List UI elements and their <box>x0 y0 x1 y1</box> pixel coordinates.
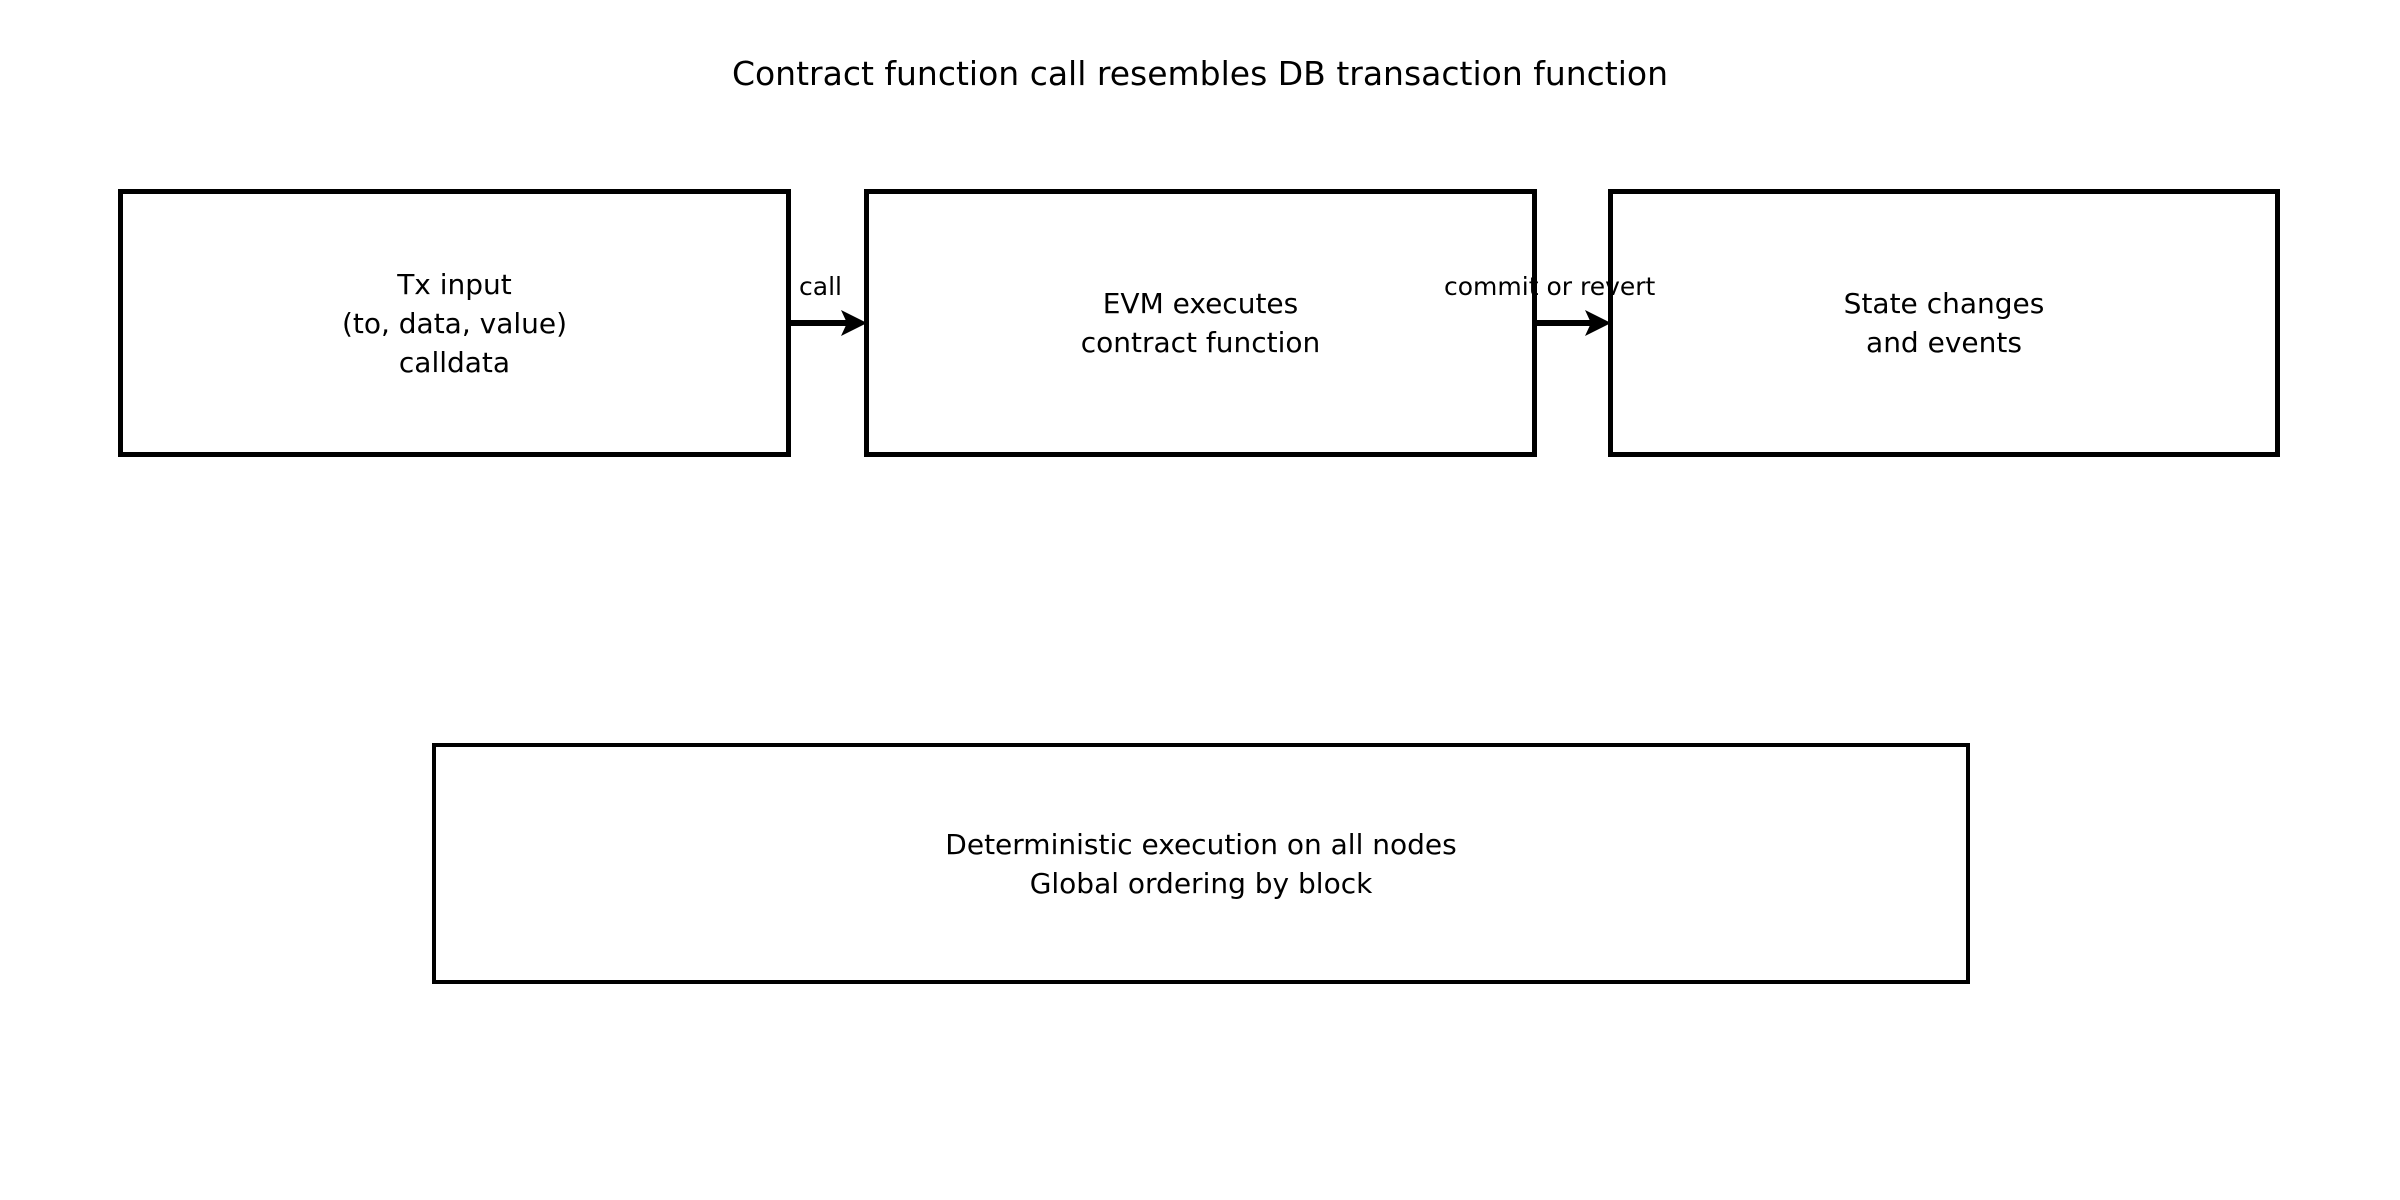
arrow-right-icon-call <box>789 308 867 338</box>
node-state-changes: State changes and events <box>1608 189 2280 457</box>
node-tx-input: Tx input (to, data, value) calldata <box>118 189 791 457</box>
node-state-changes-label: State changes and events <box>1843 287 2045 359</box>
node-determinism: Deterministic execution on all nodes Glo… <box>432 743 1970 984</box>
node-evm-executes-label: EVM executes contract function <box>1080 287 1321 359</box>
diagram-title: Contract function call resembles DB tran… <box>731 54 1669 93</box>
edge-label-commit-or-revert: commit or revert <box>1444 272 1656 301</box>
edge-label-call: call <box>799 272 842 301</box>
node-tx-input-label: Tx input (to, data, value) calldata <box>341 267 568 379</box>
node-determinism-label: Deterministic execution on all nodes Glo… <box>945 827 1457 900</box>
node-evm-executes: EVM executes contract function <box>864 189 1537 457</box>
arrow-right-icon-commit-revert <box>1535 308 1611 338</box>
